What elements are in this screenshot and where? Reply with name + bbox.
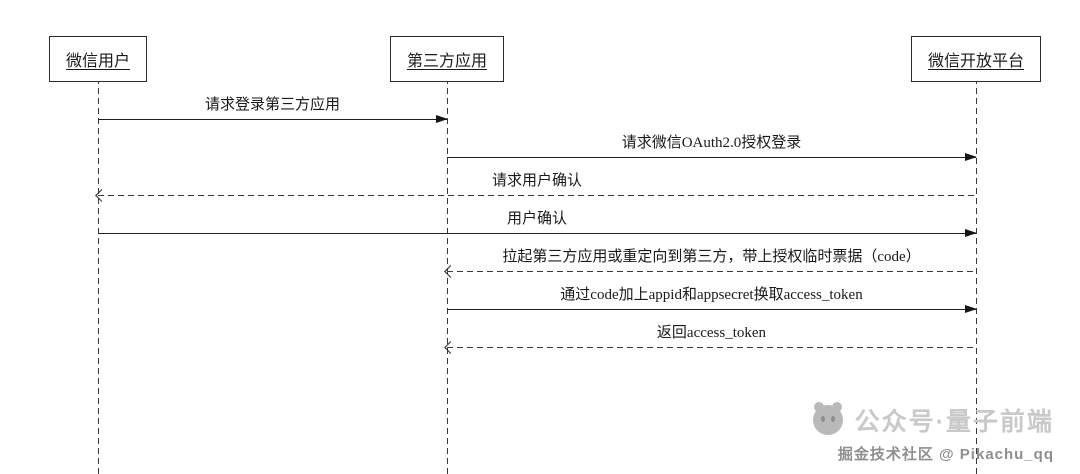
arrowhead-right-icon bbox=[965, 153, 977, 161]
actor-wechat-open-platform: 微信开放平台 bbox=[910, 36, 1042, 82]
message-request-login: 请求登录第三方应用 bbox=[98, 93, 448, 123]
panda-eyes bbox=[820, 416, 825, 422]
message-label: 通过code加上appid和appsecret换取access_token bbox=[560, 287, 863, 303]
message-label: 返回access_token bbox=[656, 325, 767, 341]
actor-label: 微信开放平台 bbox=[927, 53, 1025, 70]
message-line bbox=[98, 195, 976, 196]
watermark-brand: 公众号·量子前端 bbox=[854, 408, 1054, 436]
message-line bbox=[447, 157, 976, 158]
actor-label: 微信用户 bbox=[65, 53, 131, 70]
lifeline-third-party-app bbox=[447, 78, 448, 474]
watermark: 公众号·量子前端 掘金技术社区 @ Pikachu_qq bbox=[812, 402, 1054, 464]
message-label: 请求登录第三方应用 bbox=[204, 97, 340, 113]
actor-label: 第三方应用 bbox=[406, 53, 488, 70]
message-request-user-confirm: 请求用户确认 bbox=[95, 169, 976, 202]
watermark-credit: 掘金技术社区 @ Pikachu_qq bbox=[837, 446, 1054, 463]
message-line bbox=[447, 309, 976, 310]
message-redirect-with-code: 拉起第三方应用或重定向到第三方，带上授权临时票据（code） bbox=[444, 245, 976, 278]
arrowhead-right-icon bbox=[965, 229, 977, 237]
message-request-oauth-login: 请求微信OAuth2.0授权登录 bbox=[447, 131, 977, 161]
actor-wechat-user: 微信用户 bbox=[48, 36, 148, 82]
message-line bbox=[447, 271, 976, 272]
message-line bbox=[98, 233, 976, 234]
message-label: 请求微信OAuth2.0授权登录 bbox=[621, 135, 802, 151]
lifeline-wechat-user bbox=[98, 78, 99, 474]
message-return-access-token: 返回access_token bbox=[444, 321, 976, 354]
actor-third-party-app: 第三方应用 bbox=[389, 36, 505, 82]
message-label: 拉起第三方应用或重定向到第三方，带上授权临时票据（code） bbox=[502, 249, 921, 265]
message-label: 请求用户确认 bbox=[491, 173, 582, 189]
arrowhead-right-icon bbox=[436, 115, 448, 123]
message-label: 用户确认 bbox=[506, 211, 567, 227]
panda-icon bbox=[812, 402, 843, 435]
arrowhead-right-icon bbox=[965, 305, 977, 313]
lifeline-wechat-open-platform bbox=[976, 78, 977, 474]
message-user-confirm: 用户确认 bbox=[98, 207, 977, 237]
message-line bbox=[98, 119, 447, 120]
message-line bbox=[447, 347, 976, 348]
message-exchange-access-token: 通过code加上appid和appsecret换取access_token bbox=[447, 283, 977, 313]
